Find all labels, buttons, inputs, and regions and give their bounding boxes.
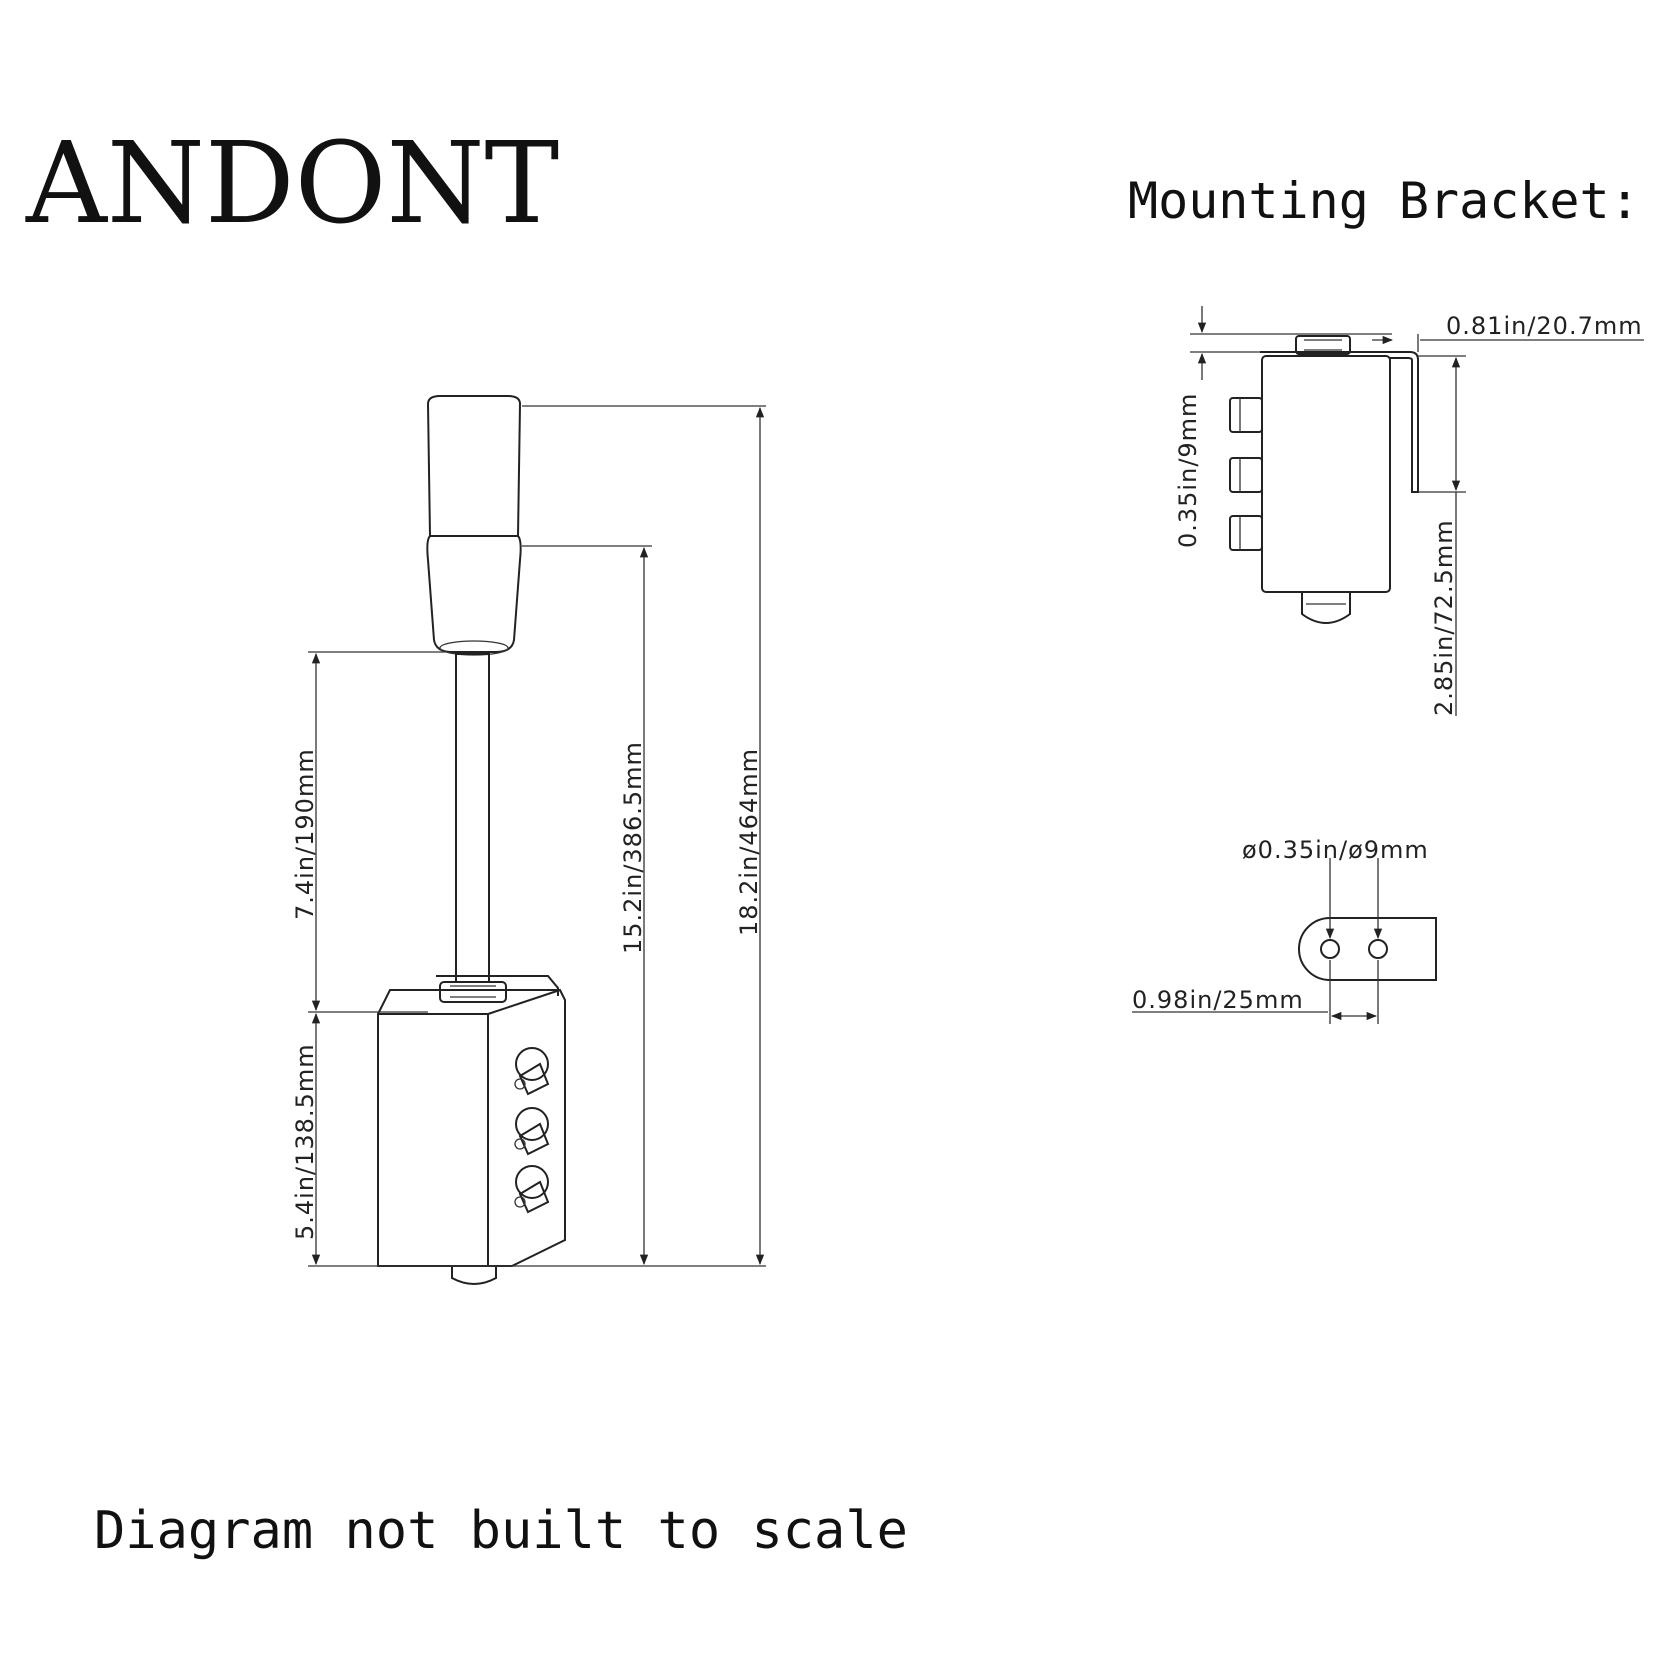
dim-total-height: 18.2in/464mm (735, 748, 763, 936)
bracket-bottom-gland (1301, 592, 1351, 624)
control-box (377, 989, 566, 1267)
dim-hole-diameter: ø0.35in/ø9mm (1242, 836, 1429, 864)
selector-switch-2 (514, 1107, 550, 1156)
selector-switch-1 (514, 1047, 550, 1096)
bracket-side-view (1229, 335, 1419, 624)
lamp-lower (426, 535, 522, 653)
side-button-1 (1229, 397, 1263, 433)
mount-hole-1 (1320, 939, 1340, 959)
bracket-heading: Mounting Bracket: (1128, 172, 1640, 230)
bracket-box (1261, 355, 1391, 593)
dim-pole-length: 7.4in/190mm (291, 748, 319, 920)
cable-gland (451, 1266, 497, 1285)
hole-dimensions: ø0.35in/ø9mm 0.98in/25mm (1132, 836, 1429, 1024)
dim-bracket-top-gap: 0.35in/9mm (1174, 393, 1202, 548)
footer-note: Diagram not built to scale (94, 1501, 908, 1561)
bracket-top-view (1298, 917, 1437, 981)
dim-bracket-depth: 0.81in/20.7mm (1446, 312, 1643, 340)
brand-title: ANDONT (25, 119, 559, 249)
box-bracket (436, 975, 559, 996)
pole-nut (439, 981, 507, 1003)
selector-switch-3 (514, 1165, 550, 1214)
tower-light (377, 395, 566, 1285)
side-button-2 (1229, 457, 1263, 493)
dim-mid-height: 15.2in/386.5mm (619, 741, 647, 954)
main-dimensions: 18.2in/464mm 15.2in/386.5mm 7.4in/190mm … (291, 405, 766, 1267)
mount-hole-2 (1368, 939, 1388, 959)
bracket-tab (1298, 917, 1437, 981)
lamp-upper (426, 395, 522, 537)
pole (455, 653, 490, 985)
bracket-plate (1260, 351, 1419, 493)
dim-hole-spacing: 0.98in/25mm (1132, 986, 1304, 1014)
dim-box-height: 5.4in/138.5mm (291, 1043, 319, 1240)
bracket-dimensions: 0.35in/9mm 0.81in/20.7mm 2.85in/72.5mm (1174, 306, 1644, 716)
side-button-3 (1229, 515, 1263, 551)
dim-bracket-height: 2.85in/72.5mm (1430, 519, 1458, 716)
